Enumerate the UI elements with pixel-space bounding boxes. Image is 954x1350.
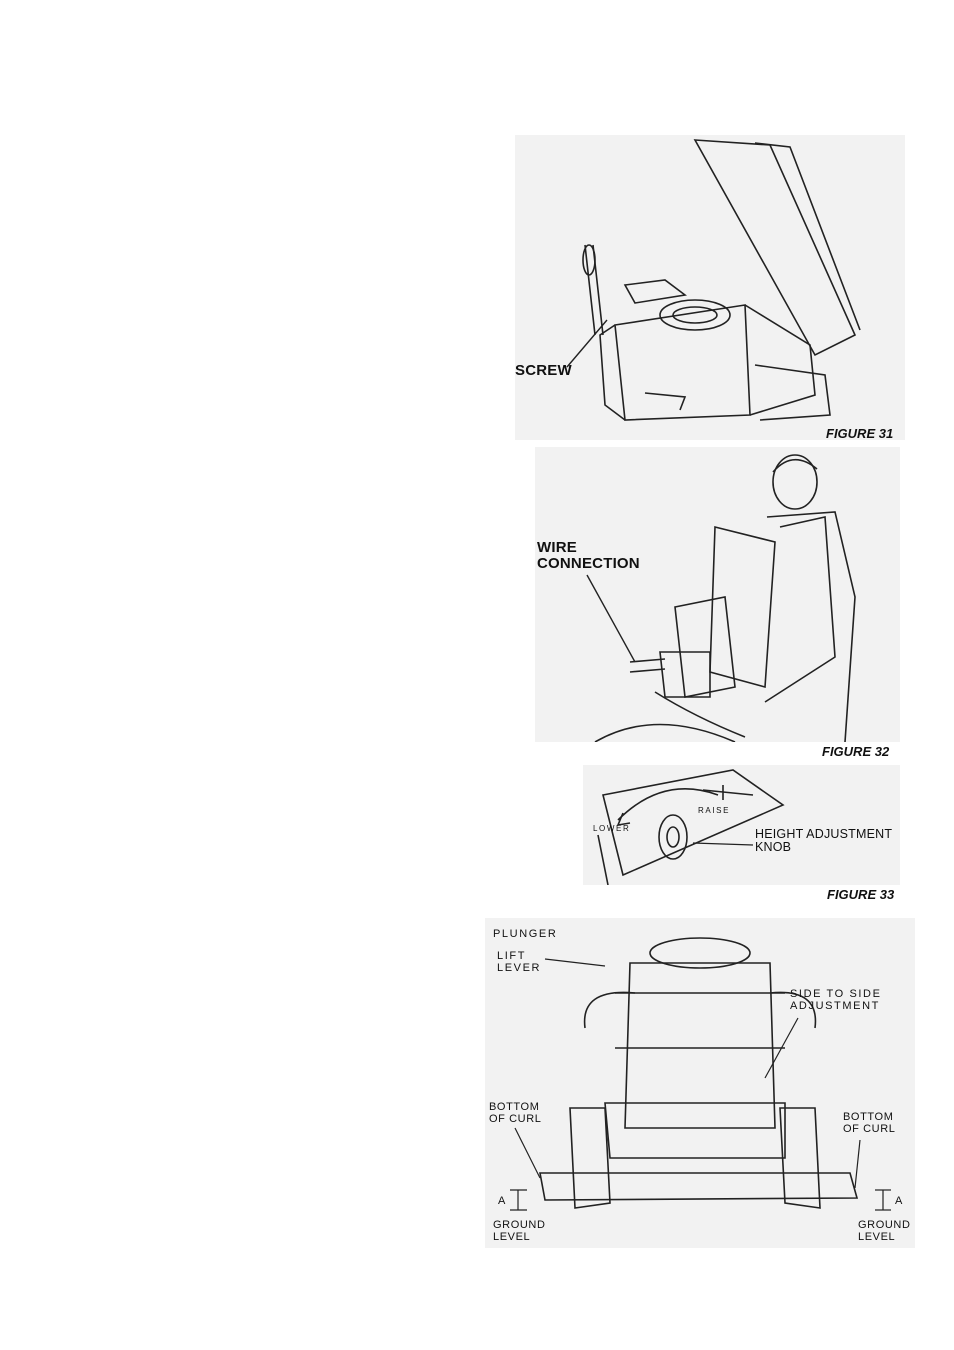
- figure-33-illustration: LOWER RAISE HEIGHT ADJUSTMENT KNOB: [583, 765, 900, 885]
- knob-leader-line: [583, 765, 900, 885]
- figure-31-caption: FIGURE 31: [826, 426, 893, 441]
- figure-32-caption: FIGURE 32: [822, 744, 889, 759]
- wire-connection-leader-line: [535, 447, 900, 742]
- figure-32-illustration: WIRE CONNECTION: [535, 447, 900, 742]
- mower-front-view-illustration: PLUNGER LIFT LEVER SIDE TO SIDE ADJUSTME…: [485, 918, 915, 1248]
- figure-leader-lines: [485, 918, 915, 1248]
- figure-31-illustration: SCREW: [515, 135, 905, 440]
- screw-leader-line: [515, 135, 905, 440]
- figure-33-caption: FIGURE 33: [827, 887, 894, 902]
